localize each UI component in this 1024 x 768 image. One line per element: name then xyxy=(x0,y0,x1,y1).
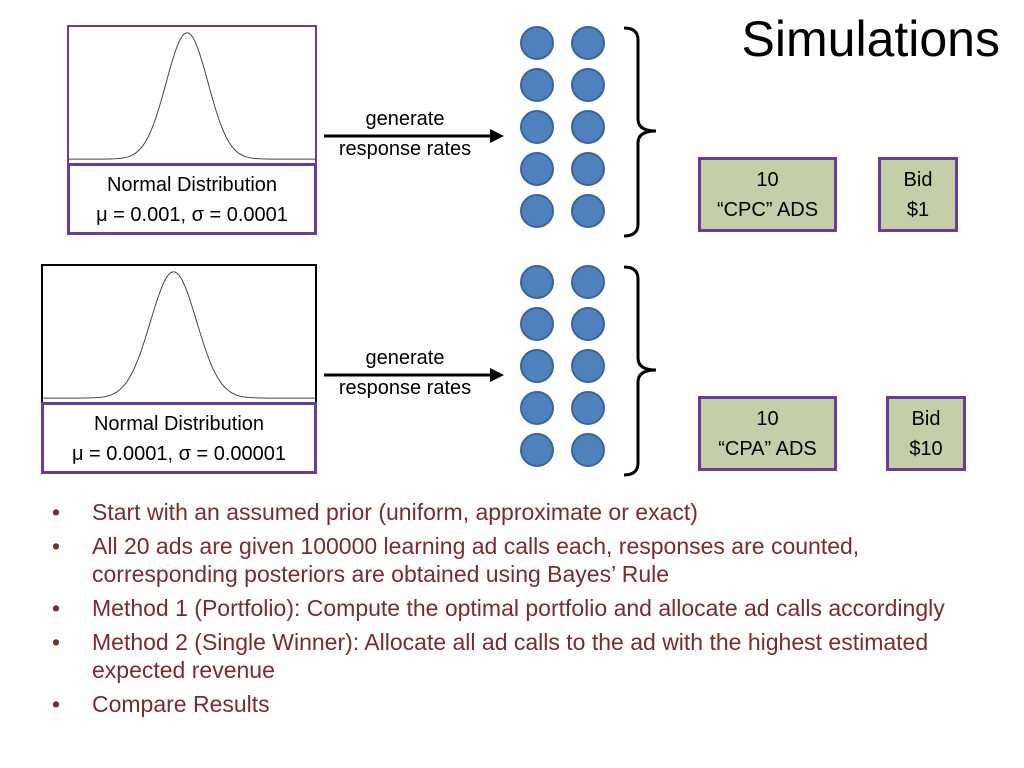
bullet-text: All 20 ads are given 100000 learning ad … xyxy=(92,533,860,587)
response-rate-circle xyxy=(571,152,605,186)
distribution-name-1: Normal Distribution xyxy=(106,174,278,196)
distribution-params-2: μ = 0.0001, σ = 0.00001 xyxy=(71,443,287,465)
bell-curve-2 xyxy=(43,271,315,399)
response-rate-circle xyxy=(571,433,605,467)
bullet-text: Compare Results xyxy=(92,691,270,717)
response-rate-circle xyxy=(571,194,605,228)
distribution-params-1: μ = 0.001, σ = 0.0001 xyxy=(96,204,288,226)
response-rate-circle xyxy=(520,152,554,186)
cpa-bid-box: Bid $10 xyxy=(886,396,966,471)
cpc-ads-label: “CPC” ADS xyxy=(716,199,819,221)
response-rate-circle xyxy=(520,110,554,144)
arrow-label-2-line1: generate xyxy=(365,347,445,369)
arrow-label-1: generate response rates xyxy=(315,104,495,164)
response-rate-circle xyxy=(571,349,605,383)
cpa-ads-box: 10 “CPA” ADS xyxy=(698,396,837,471)
response-rate-circle xyxy=(571,391,605,425)
arrow-1 xyxy=(324,129,504,143)
bullet-text: Method 1 (Portfolio): Compute the optima… xyxy=(92,595,945,621)
arrow-label-1-line2: response rates xyxy=(338,138,472,160)
response-rate-circle xyxy=(520,433,554,467)
response-rate-circle xyxy=(520,68,554,102)
cpc-bid-value: $1 xyxy=(906,199,930,221)
cpc-bid-label: Bid xyxy=(903,169,933,191)
brace-1 xyxy=(623,26,657,238)
cpc-bid-box: Bid $1 xyxy=(878,157,958,232)
bullet-marker: • xyxy=(52,595,61,621)
response-rate-circle xyxy=(520,349,554,383)
response-rate-circle xyxy=(520,307,554,341)
bullet-item: • Start with an assumed prior (uniform, a… xyxy=(52,498,992,526)
arrow-label-2-line2: response rates xyxy=(338,377,472,399)
cpc-ads-box: 10 “CPC” ADS xyxy=(698,157,837,232)
response-rate-circle xyxy=(520,194,554,228)
distribution-label-2: Normal Distribution μ = 0.0001, σ = 0.00… xyxy=(41,402,317,474)
response-rate-circle xyxy=(571,110,605,144)
slide-title: Simulations xyxy=(741,11,1000,67)
response-rate-circle xyxy=(571,265,605,299)
cpa-ads-count: 10 xyxy=(756,408,779,430)
bullet-marker: • xyxy=(52,629,61,655)
response-rate-circle xyxy=(520,265,554,299)
cpc-ads-count: 10 xyxy=(756,169,779,191)
distribution-name-2: Normal Distribution xyxy=(93,413,265,435)
bullet-marker: • xyxy=(52,499,61,525)
normal-distribution-plot-1 xyxy=(67,25,317,165)
cpa-bid-value: $10 xyxy=(909,438,943,460)
arrow-label-1-line1: generate xyxy=(365,108,445,130)
response-rate-circle xyxy=(520,391,554,425)
bullet-item: • Compare Results xyxy=(52,690,992,718)
cpa-bid-label: Bid xyxy=(911,408,941,430)
normal-distribution-plot-2 xyxy=(41,264,317,404)
bullet-item: • All 20 ads are given 100000 learning ad… xyxy=(52,532,992,588)
response-rate-circle xyxy=(520,26,554,60)
response-rate-circle xyxy=(571,307,605,341)
bullet-text: Method 2 (Single Winner): Allocate all a… xyxy=(92,629,929,683)
response-rate-circle xyxy=(571,26,605,60)
bullet-list: • Start with an assumed prior (uniform, a… xyxy=(52,498,992,724)
bullet-item: • Method 1 (Portfolio): Compute the optim… xyxy=(52,594,992,622)
bullet-marker: • xyxy=(52,691,61,717)
arrow-2 xyxy=(324,368,504,382)
bell-curve-1 xyxy=(69,32,315,160)
cpa-ads-label: “CPA” ADS xyxy=(718,438,817,460)
brace-2 xyxy=(623,265,657,477)
distribution-label-1: Normal Distribution μ = 0.001, σ = 0.000… xyxy=(67,163,317,235)
bullet-text: Start with an assumed prior (uniform, ap… xyxy=(92,499,698,525)
response-rate-circle xyxy=(571,68,605,102)
arrow-label-2: generate response rates xyxy=(315,343,495,403)
bullet-item: • Method 2 (Single Winner): Allocate all … xyxy=(52,628,992,684)
bullet-marker: • xyxy=(52,533,61,559)
